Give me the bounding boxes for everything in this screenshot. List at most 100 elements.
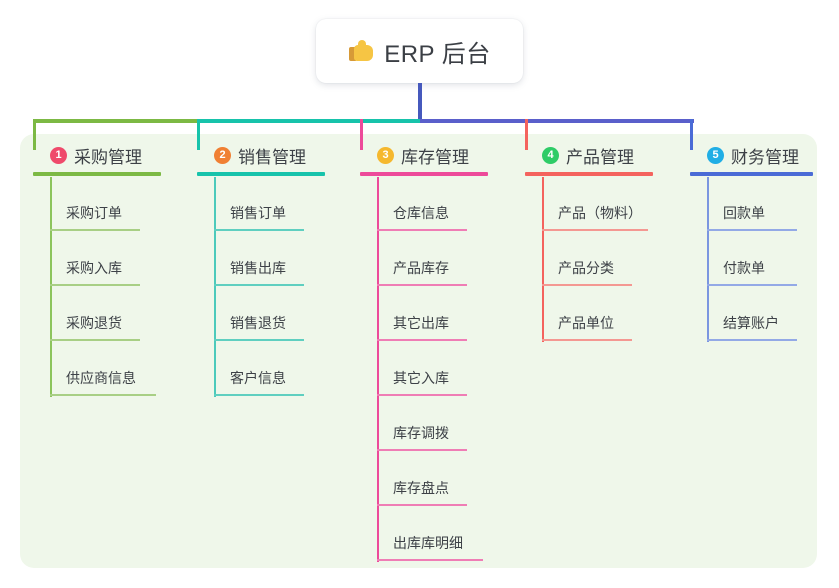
leaf-node-label: 销售退货 xyxy=(230,315,286,331)
leaf-node[interactable]: 产品库存 xyxy=(360,231,510,286)
column-items: 销售订单销售出库销售退货客户信息 xyxy=(197,176,347,396)
leaf-node-rule xyxy=(50,229,140,231)
root-node-title: ERP 后台 xyxy=(384,40,491,68)
column-header-2[interactable]: 2 销售管理 xyxy=(197,142,347,168)
column-3: 3 库存管理仓库信息产品库存其它出库其它入库库存调拨库存盘点出库库明细 xyxy=(360,142,510,562)
column-spine xyxy=(707,177,709,342)
leaf-node-label: 产品分类 xyxy=(558,260,614,276)
column-number-badge: 4 xyxy=(542,146,559,164)
leaf-node[interactable]: 采购退货 xyxy=(33,286,183,341)
column-header-1[interactable]: 1 采购管理 xyxy=(33,142,183,168)
column-spine xyxy=(542,177,544,342)
column-header-rule xyxy=(690,172,813,176)
leaf-node-label: 采购退货 xyxy=(66,315,122,331)
leaf-node[interactable]: 仓库信息 xyxy=(360,176,510,231)
column-spine xyxy=(50,177,52,397)
connector-bar-middle xyxy=(199,119,422,123)
column-header-5[interactable]: 5 财务管理 xyxy=(690,142,839,168)
connector-bar-left xyxy=(35,119,201,123)
connector-drop-2 xyxy=(197,119,200,150)
leaf-node[interactable]: 其它出库 xyxy=(360,286,510,341)
leaf-node-rule xyxy=(377,449,467,451)
column-spine xyxy=(214,177,216,397)
leaf-node[interactable]: 销售出库 xyxy=(197,231,347,286)
leaf-node-label: 产品库存 xyxy=(393,260,449,276)
leaf-node[interactable]: 产品单位 xyxy=(525,286,675,341)
column-title: 产品管理 xyxy=(566,147,634,167)
leaf-node-label: 其它入库 xyxy=(393,370,449,386)
column-header-3[interactable]: 3 库存管理 xyxy=(360,142,510,168)
leaf-node-rule xyxy=(214,394,304,396)
leaf-node-rule xyxy=(377,284,467,286)
leaf-node[interactable]: 采购入库 xyxy=(33,231,183,286)
column-items: 仓库信息产品库存其它出库其它入库库存调拨库存盘点出库库明细 xyxy=(360,176,510,561)
leaf-node-rule xyxy=(377,504,467,506)
leaf-node[interactable]: 客户信息 xyxy=(197,341,347,396)
column-5: 5 财务管理回款单付款单结算账户 xyxy=(690,142,839,342)
leaf-node[interactable]: 库存调拨 xyxy=(360,396,510,451)
leaf-node-rule xyxy=(542,339,632,341)
column-header-rule xyxy=(360,172,488,176)
leaf-node-rule xyxy=(707,339,797,341)
column-number-badge: 2 xyxy=(214,146,231,164)
column-title: 财务管理 xyxy=(731,147,799,167)
thumbs-up-icon xyxy=(348,38,374,64)
leaf-node-rule xyxy=(214,339,304,341)
connector-drop-4 xyxy=(525,119,528,150)
leaf-node-label: 产品单位 xyxy=(558,315,614,331)
content-panel xyxy=(20,134,817,568)
leaf-node-rule xyxy=(377,559,483,561)
column-header-rule xyxy=(525,172,653,176)
leaf-node[interactable]: 结算账户 xyxy=(690,286,839,341)
leaf-node-rule xyxy=(377,339,467,341)
root-node[interactable]: ERP 后台 xyxy=(316,19,523,83)
leaf-node[interactable]: 其它入库 xyxy=(360,341,510,396)
leaf-node-label: 其它出库 xyxy=(393,315,449,331)
leaf-node-label: 客户信息 xyxy=(230,370,286,386)
leaf-node[interactable]: 供应商信息 xyxy=(33,341,183,396)
leaf-node-rule xyxy=(50,284,140,286)
leaf-node-rule xyxy=(50,394,156,396)
column-spine xyxy=(377,177,379,562)
leaf-node-label: 销售订单 xyxy=(230,205,286,221)
column-4: 4 产品管理产品（物料） 产品分类产品单位 xyxy=(525,142,675,342)
leaf-node[interactable]: 销售退货 xyxy=(197,286,347,341)
leaf-node[interactable]: 产品分类 xyxy=(525,231,675,286)
leaf-node-label: 供应商信息 xyxy=(66,370,136,386)
leaf-node[interactable]: 付款单 xyxy=(690,231,839,286)
leaf-node[interactable]: 出库库明细 xyxy=(360,506,510,561)
leaf-node-label: 采购订单 xyxy=(66,205,122,221)
column-items: 回款单付款单结算账户 xyxy=(690,176,839,341)
leaf-node-rule xyxy=(542,284,632,286)
leaf-node-label: 产品（物料） xyxy=(558,205,642,221)
leaf-node-rule xyxy=(214,229,304,231)
leaf-node-label: 回款单 xyxy=(723,205,765,221)
leaf-node-label: 出库库明细 xyxy=(393,535,463,551)
column-number-badge: 3 xyxy=(377,146,394,164)
leaf-node-rule xyxy=(50,339,140,341)
column-title: 采购管理 xyxy=(74,147,142,167)
column-title: 库存管理 xyxy=(401,147,469,167)
leaf-node[interactable]: 库存盘点 xyxy=(360,451,510,506)
root-stem xyxy=(417,83,422,123)
leaf-node[interactable]: 回款单 xyxy=(690,176,839,231)
connector-bar-right xyxy=(419,119,694,123)
column-number-badge: 1 xyxy=(50,146,67,164)
leaf-node-label: 结算账户 xyxy=(723,315,779,331)
leaf-node[interactable]: 采购订单 xyxy=(33,176,183,231)
connector-drop-5 xyxy=(690,119,693,150)
leaf-node-rule xyxy=(214,284,304,286)
column-number-badge: 5 xyxy=(707,146,724,164)
column-header-4[interactable]: 4 产品管理 xyxy=(525,142,675,168)
column-items: 采购订单采购入库采购退货供应商信息 xyxy=(33,176,183,396)
column-title: 销售管理 xyxy=(238,147,306,167)
leaf-node[interactable]: 产品（物料） xyxy=(525,176,675,231)
leaf-node-label: 库存盘点 xyxy=(393,480,449,496)
column-1: 1 采购管理采购订单采购入库采购退货供应商信息 xyxy=(33,142,183,397)
leaf-node-rule xyxy=(377,394,467,396)
connector-drop-1 xyxy=(33,119,36,150)
column-items: 产品（物料） 产品分类产品单位 xyxy=(525,176,675,341)
leaf-node[interactable]: 销售订单 xyxy=(197,176,347,231)
leaf-node-rule xyxy=(707,229,797,231)
